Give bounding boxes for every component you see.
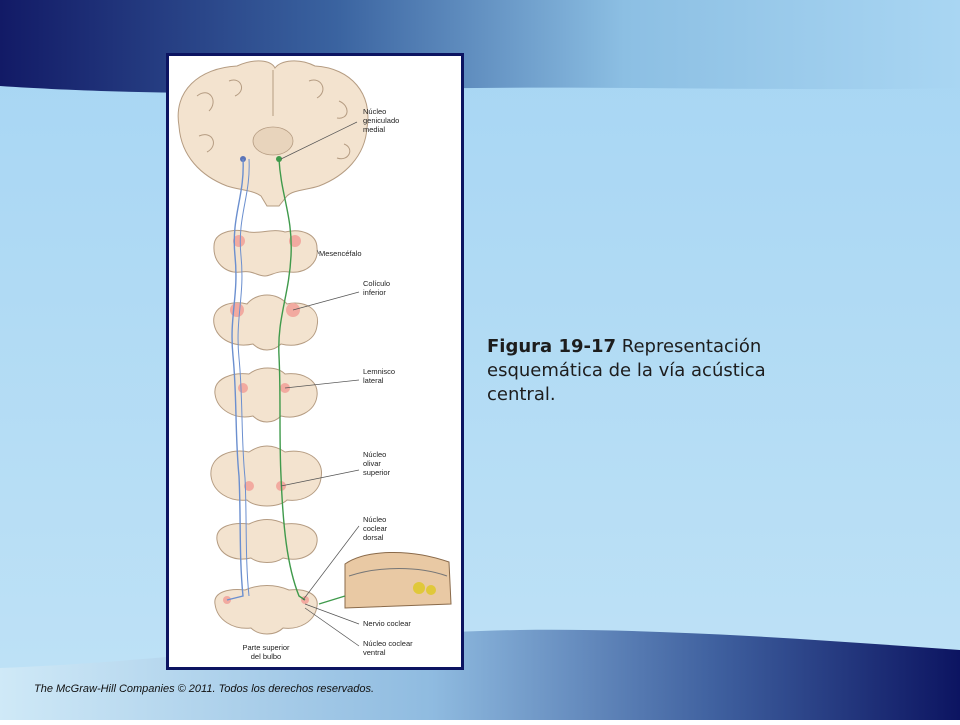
copyright-notice: The McGraw-Hill Companies © 2011. Todos … <box>34 683 375 695</box>
inferior-colliculus-section <box>213 294 319 351</box>
green-pathway <box>278 158 306 601</box>
label-midbrain: Mesencéfalo <box>319 249 362 258</box>
lateral-lemniscus-section <box>214 367 318 423</box>
dorsal-cochlear-section <box>216 519 318 563</box>
caption-text: Representación esquemática de la vía acú… <box>487 336 766 405</box>
midbrain-section <box>213 230 318 277</box>
top-band <box>0 0 960 93</box>
figure-number: Figura 19-17 <box>487 336 617 357</box>
superior-olive-section <box>210 445 322 507</box>
leader-lines <box>280 121 360 647</box>
brain-section <box>177 60 369 207</box>
blue-pathway <box>226 158 244 601</box>
figure-caption: Figura 19-17 Representación esquemática … <box>487 335 807 407</box>
label-cochlear-nerve: Nervio coclear <box>363 619 411 628</box>
upper-medulla-section <box>214 585 318 635</box>
blue-pathway-2 <box>237 158 250 597</box>
cochlea-inset <box>318 551 452 609</box>
